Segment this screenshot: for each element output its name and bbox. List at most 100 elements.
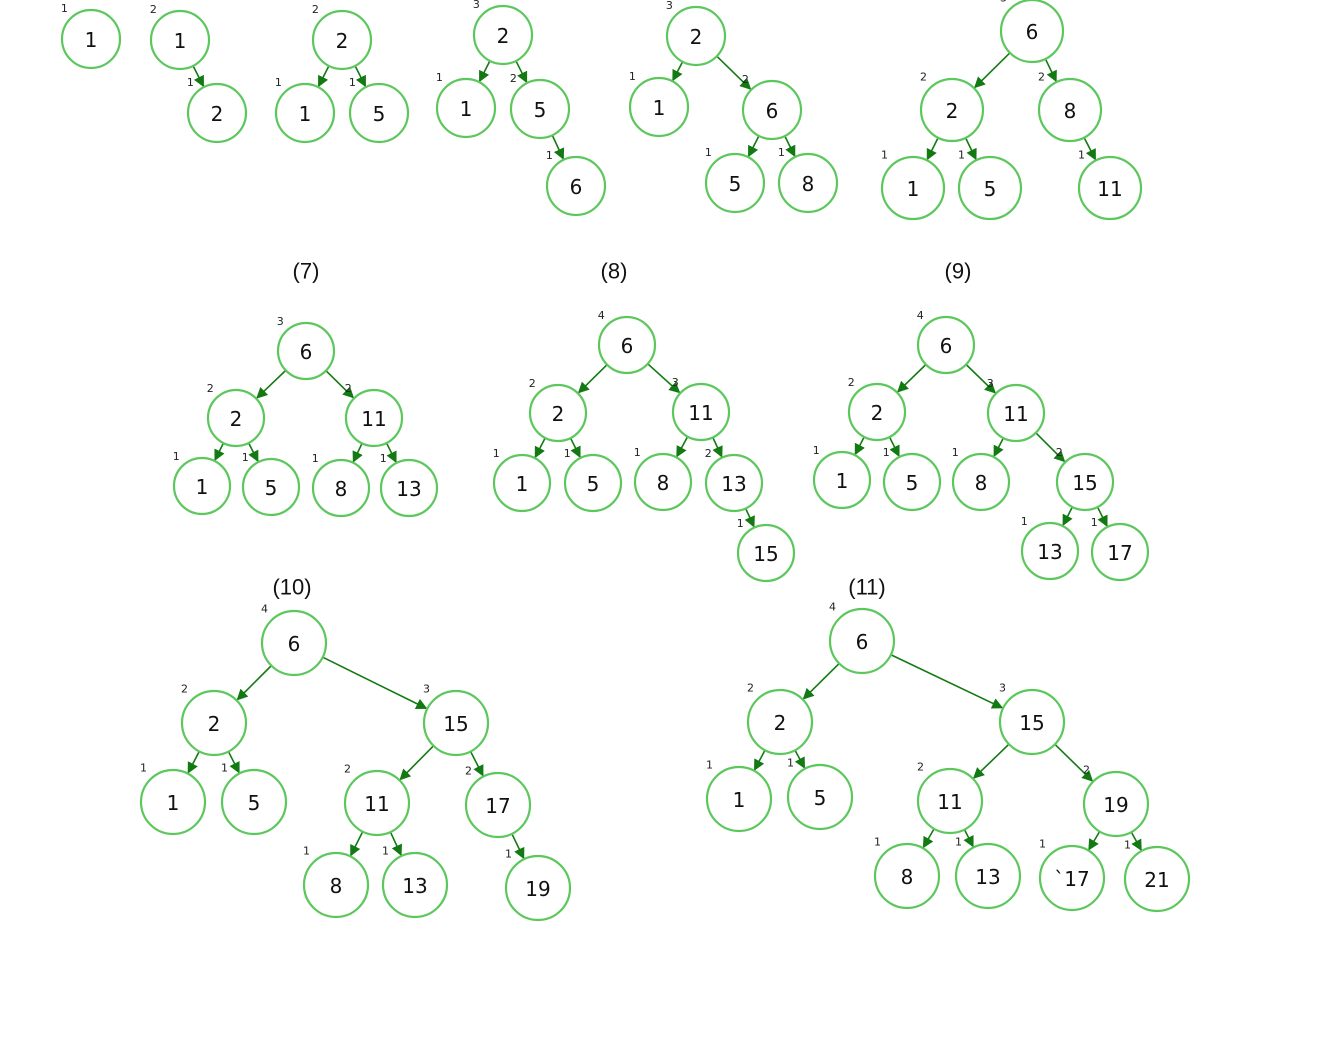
tree-node: 81 xyxy=(873,836,941,910)
node-value: 8 xyxy=(330,874,343,898)
node-circle xyxy=(509,78,571,140)
node-height: 2 xyxy=(920,71,927,84)
node-circle xyxy=(1090,522,1150,582)
tree-node: 22 xyxy=(919,71,985,143)
node-value: 6 xyxy=(570,175,583,199)
node-height: 1 xyxy=(564,447,571,460)
edge-arrow xyxy=(577,364,608,394)
edge-arrow xyxy=(317,65,330,88)
tree-node: `171 xyxy=(1038,838,1106,912)
node-height: 4 xyxy=(598,309,605,322)
node-height: 2 xyxy=(529,377,536,390)
tree-node: 112 xyxy=(343,763,411,837)
edge-arrow xyxy=(676,436,689,458)
edge-arrow xyxy=(352,442,363,463)
node-height: 1 xyxy=(140,762,147,775)
tree-node: 63 xyxy=(999,0,1065,64)
edge-arrow xyxy=(187,751,200,774)
edge-arrow xyxy=(551,134,565,160)
edge-arrow xyxy=(354,65,367,88)
node-height: 3 xyxy=(666,0,673,12)
node-value: 2 xyxy=(552,402,565,426)
node-circle xyxy=(276,321,336,381)
tree-node: 11 xyxy=(139,762,207,836)
node-height: 1 xyxy=(275,76,282,89)
tree-node: 63 xyxy=(276,315,336,381)
node-value: 1 xyxy=(196,475,209,499)
node-height: 1 xyxy=(221,762,228,775)
edge-arrow xyxy=(192,65,205,88)
node-height: 3 xyxy=(672,376,679,389)
tree-node: 22 xyxy=(529,377,588,443)
node-height: 2 xyxy=(207,382,214,395)
node-value: 8 xyxy=(802,172,815,196)
node-height: 3 xyxy=(1000,0,1007,5)
edge-arrow xyxy=(389,831,402,857)
node-height: 2 xyxy=(848,376,855,389)
node-value: 1 xyxy=(516,472,529,496)
node-value: 13 xyxy=(1037,540,1062,564)
node-circle xyxy=(180,689,248,757)
node-circle xyxy=(954,842,1022,910)
edge-arrow xyxy=(993,437,1005,458)
edge-arrow xyxy=(973,52,1011,89)
node-circle xyxy=(812,450,872,510)
node-height: 1 xyxy=(705,146,712,159)
node-value: 6 xyxy=(940,334,953,358)
tree-node: 81 xyxy=(302,845,370,919)
node-value: 5 xyxy=(984,177,997,201)
node-circle xyxy=(1020,521,1080,581)
tree-node: 22 xyxy=(312,3,373,71)
edge-arrow xyxy=(890,654,1004,709)
tree-node: 22 xyxy=(746,682,814,756)
node-height: 2 xyxy=(1038,71,1045,84)
node-value: 11 xyxy=(361,407,386,431)
edge-arrow xyxy=(350,831,364,857)
node-value: 1 xyxy=(733,788,746,812)
node-circle xyxy=(311,458,371,518)
node-height: 2 xyxy=(1083,764,1090,777)
node-circle xyxy=(379,458,439,518)
tree-node: 64 xyxy=(598,309,657,375)
node-value: 13 xyxy=(402,874,427,898)
edge-arrow xyxy=(753,749,766,771)
node-height: 2 xyxy=(917,761,924,774)
node-height: 2 xyxy=(510,72,517,85)
node-height: 1 xyxy=(706,759,713,772)
node-height: 1 xyxy=(881,149,888,162)
node-value: 5 xyxy=(265,476,278,500)
node-circle xyxy=(880,155,946,221)
node-value: 13 xyxy=(975,865,1000,889)
tree-node: 22 xyxy=(848,376,907,442)
node-height: 1 xyxy=(874,836,881,849)
tree-node: 132 xyxy=(705,447,764,513)
edge-arrow xyxy=(1130,831,1142,852)
node-value: 5 xyxy=(729,172,742,196)
node-height: 1 xyxy=(1021,515,1028,528)
step-label: (8) xyxy=(601,259,628,284)
node-circle xyxy=(381,851,449,919)
node-height: 2 xyxy=(705,447,712,460)
tree-node: 19 2 xyxy=(1082,764,1150,838)
node-height: 1 xyxy=(883,446,890,459)
tree-node: 62 xyxy=(742,73,803,141)
tree-node: 51 xyxy=(957,149,1023,221)
tree-node: 113 xyxy=(672,376,731,442)
node-value: 6 xyxy=(766,99,779,123)
node-circle xyxy=(633,452,693,512)
tree-node: 131 xyxy=(379,452,439,518)
tree-t6: 6322821151111 xyxy=(880,0,1143,221)
edge-arrow xyxy=(802,662,840,700)
node-circle xyxy=(998,688,1066,756)
node-circle xyxy=(348,82,410,144)
node-height: 2 xyxy=(1056,446,1063,459)
tree-node: 11 xyxy=(436,71,497,139)
edge-arrow xyxy=(569,437,581,459)
node-height: 2 xyxy=(465,765,472,778)
node-height: 1 xyxy=(958,149,965,162)
node-value: 19 xyxy=(1103,793,1128,817)
tree-node: 11 xyxy=(880,149,946,221)
edge-arrow xyxy=(322,656,428,710)
edge-arrow xyxy=(227,751,240,774)
